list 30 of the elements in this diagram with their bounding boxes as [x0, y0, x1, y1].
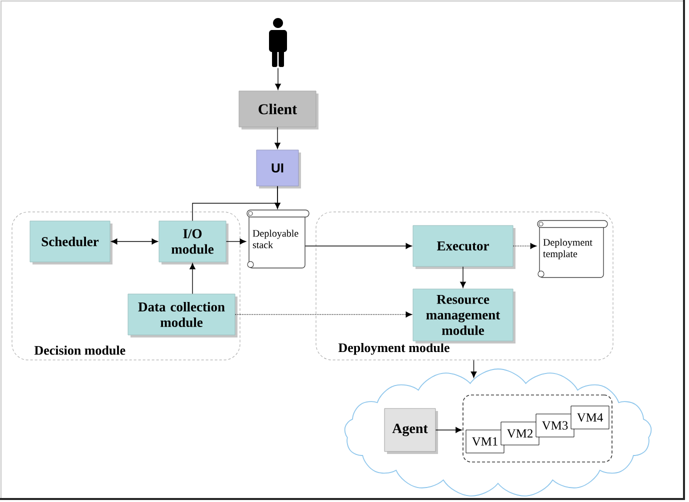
dashed-group-frame [462, 394, 612, 462]
group-label: Deployment module [338, 342, 450, 355]
document-scroll: Deployable stack [246, 210, 310, 268]
module-box: Data collection module [128, 294, 238, 338]
connector-line [192, 186, 278, 222]
group-label: Decision module [34, 346, 126, 355]
arrow [470, 360, 477, 378]
module-box: Executor [412, 225, 516, 269]
vm-box: VM4 [570, 406, 610, 430]
arrow [190, 263, 196, 294]
arrow [274, 126, 280, 149]
dotted-arrow [512, 243, 536, 249]
dotted-arrow [234, 312, 412, 318]
vm-box: VM1 [466, 430, 504, 454]
document-scroll: Deployment template [537, 220, 608, 278]
arrow [304, 243, 412, 249]
arrow [226, 238, 246, 244]
module-box: Resource management module [412, 288, 516, 344]
arrow [460, 266, 466, 288]
arrow [275, 68, 281, 90]
vm-box: VM2 [500, 422, 540, 446]
module-box: Scheduler [30, 220, 112, 264]
agent-box: Agent [384, 408, 438, 454]
vm-box: VM3 [536, 414, 574, 438]
person-icon [269, 18, 287, 67]
double-arrow [111, 238, 158, 244]
ui-box: UI [256, 150, 301, 188]
client-box: Client [238, 90, 318, 130]
module-box: I/O module [158, 220, 228, 264]
arrow [435, 427, 462, 433]
